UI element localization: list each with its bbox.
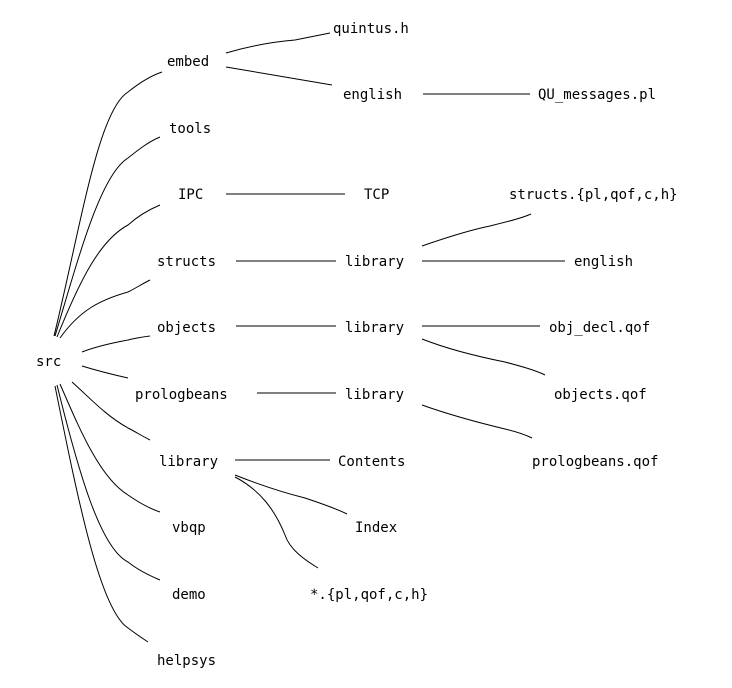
- branch-connectors: [225, 32, 565, 569]
- node-library-files: *.{pl,qof,c,h}: [310, 587, 428, 603]
- edge-src-vbqp: [59, 383, 161, 513]
- node-ipc: IPC: [178, 187, 203, 203]
- node-embed: embed: [167, 54, 209, 70]
- node-embed-english: english: [343, 87, 402, 103]
- edge-src-library: [71, 381, 151, 441]
- node-vbqp: vbqp: [172, 520, 206, 536]
- node-tools: tools: [169, 121, 211, 137]
- node-demo: demo: [172, 587, 206, 603]
- edge-src-objects: [81, 335, 151, 353]
- node-structs-files: structs.{pl,qof,c,h}: [509, 187, 678, 203]
- node-index: Index: [355, 520, 397, 536]
- edge-embed-english: [225, 66, 333, 86]
- edge-src-prologbeans: [81, 365, 129, 379]
- node-src: src: [36, 354, 61, 370]
- edge-embed-quintus: [225, 32, 331, 54]
- edge-src-ipc: [56, 204, 161, 338]
- node-labels: src embed quintus.h english QU_messages.…: [36, 21, 678, 669]
- node-qu-messages: QU_messages.pl: [538, 87, 656, 103]
- node-prologbeans-library: library: [345, 387, 404, 403]
- edge-src-helpsys: [54, 385, 149, 643]
- edge-src-tools: [54, 136, 161, 337]
- node-prologbeans-qof: prologbeans.qof: [532, 454, 658, 470]
- node-quintus-h: quintus.h: [333, 21, 409, 37]
- node-objects: objects: [157, 320, 216, 336]
- edge-library-files: [234, 476, 319, 569]
- node-structs-library: library: [345, 254, 404, 270]
- node-structs-english: english: [574, 254, 633, 270]
- edge-src-demo: [56, 384, 161, 581]
- node-structs: structs: [157, 254, 216, 270]
- edge-src-embed: [53, 71, 163, 337]
- edge-library-objects-qof: [421, 338, 546, 376]
- node-contents: Contents: [338, 454, 405, 470]
- node-objects-library: library: [345, 320, 404, 336]
- edge-library-structs-files: [421, 213, 532, 247]
- node-obj-decl: obj_decl.qof: [549, 320, 650, 336]
- root-connectors: [53, 71, 163, 643]
- node-helpsys: helpsys: [157, 653, 216, 669]
- edge-library-prologbeans-qof: [421, 404, 533, 439]
- node-library: library: [159, 454, 218, 470]
- node-prologbeans: prologbeans: [135, 387, 228, 403]
- edge-library-index: [234, 474, 348, 515]
- node-objects-qof: objects.qof: [554, 387, 647, 403]
- edge-src-structs: [59, 279, 151, 339]
- node-tcp: TCP: [364, 187, 389, 203]
